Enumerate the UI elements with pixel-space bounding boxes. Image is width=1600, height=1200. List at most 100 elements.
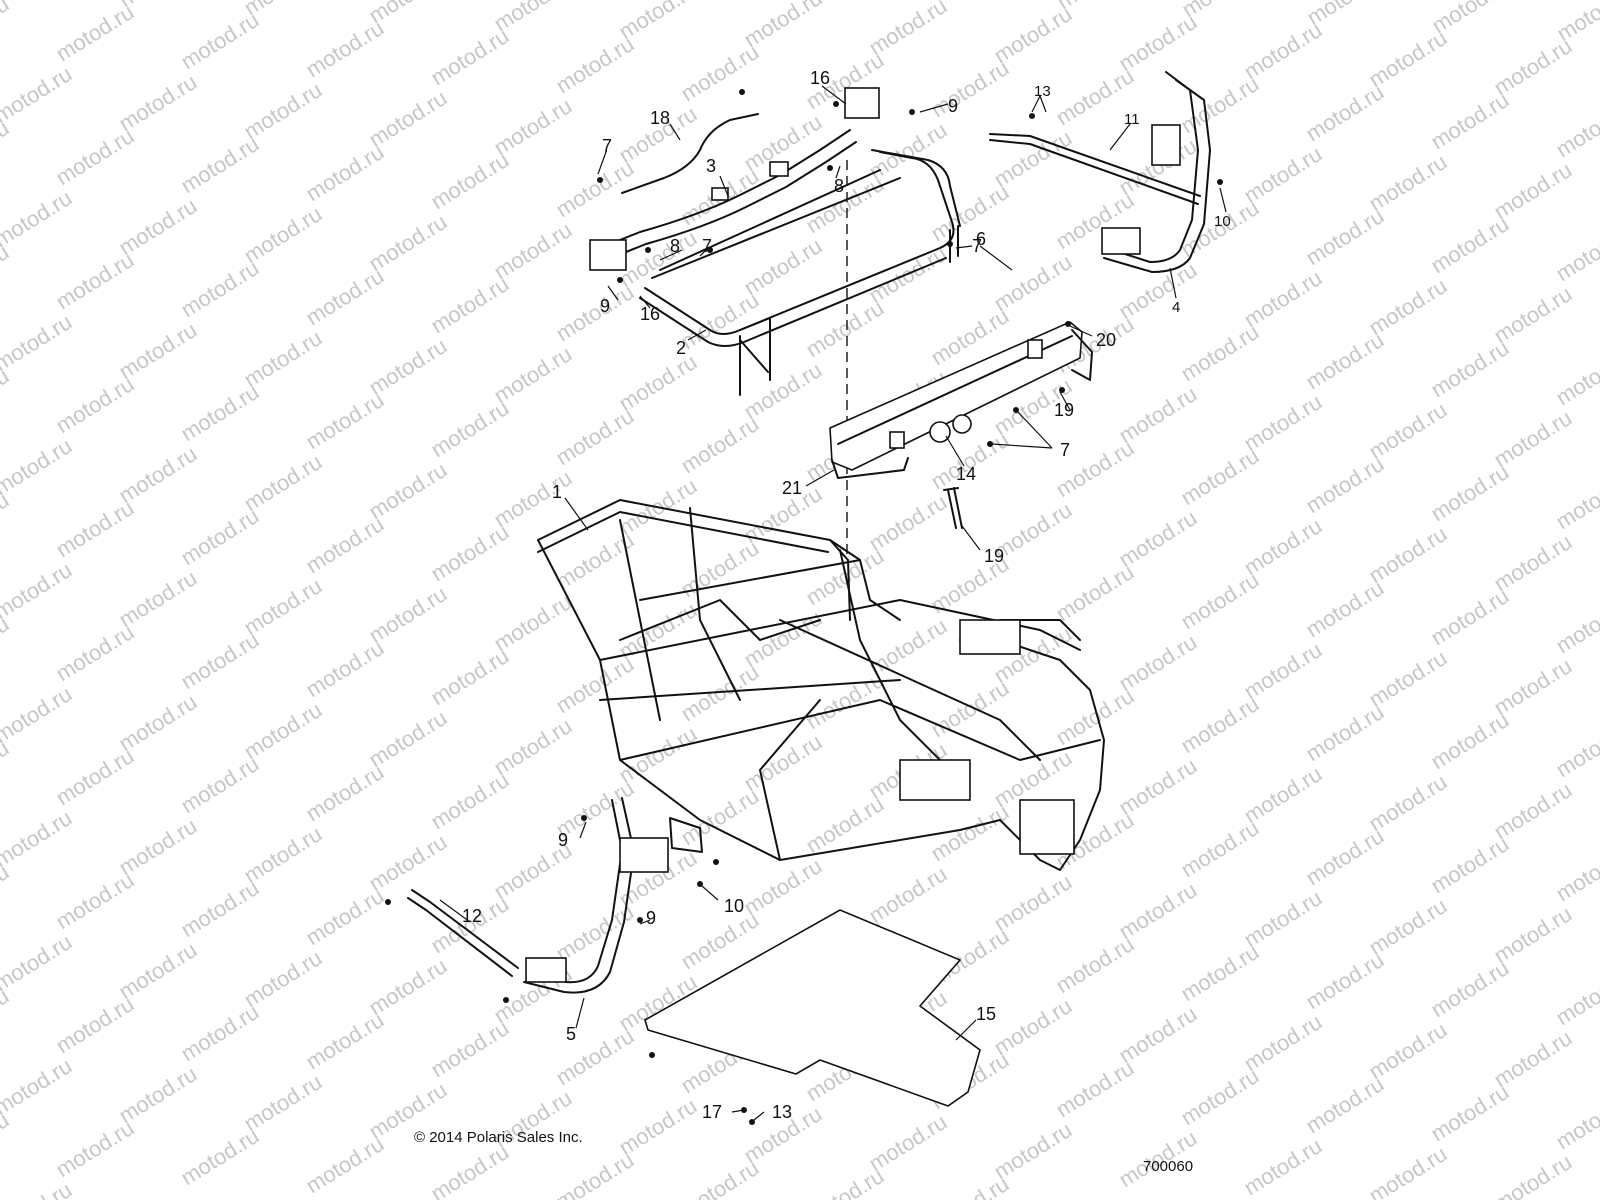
watermark-text: motod.ru [0,61,76,128]
watermark-text: motod.ru [1301,451,1388,518]
watermark-text: motod.ru [676,1155,763,1200]
part-1-main-frame [537,499,1105,871]
watermark-text: motod.ru [926,55,1013,122]
watermark-text: motod.ru [676,39,763,106]
watermark-text: motod.ru [426,271,513,338]
part-12-rod [407,889,519,977]
watermark-text: motod.ru [989,249,1076,316]
watermark-text: motod.ru [551,651,638,718]
watermark-text: motod.ru [364,581,451,648]
callout-16: 16 [640,304,660,324]
watermark-text: motod.ru [1176,443,1263,510]
watermark-text: motod.ru [1489,901,1576,968]
watermark-text: motod.ru [551,1023,638,1090]
watermark-text: motod.ru [489,341,576,408]
watermark-text: motod.ru [489,713,576,780]
watermark-text: motod.ru [114,69,201,136]
callout-3: 3 [706,156,716,176]
watermark-text: motod.ru [489,589,576,656]
watermark-text: motod.ru [926,179,1013,246]
watermark-text: motod.ru [864,489,951,556]
callout-1: 1 [552,482,562,502]
watermark-text: motod.ru [426,643,513,710]
watermark-text: motod.ru [739,853,826,920]
watermark-text: motod.ru [1364,769,1451,836]
watermark-text: motod.ru [551,31,638,98]
leader-lines [439,85,1227,1121]
watermark-text: motod.ru [1301,699,1388,766]
watermark-text: motod.ru [1364,1141,1451,1200]
part-4-leg-bracket [1101,71,1211,273]
watermark-text: motod.ru [239,77,326,144]
watermark-text: motod.ru [489,217,576,284]
watermark-text: motod.ru [801,543,888,610]
watermark-text: motod.ru [1239,265,1326,332]
watermark-text: motod.ru [0,929,76,996]
watermark-text: motod.ru [0,309,76,376]
watermark-text: motod.ru [1176,815,1263,882]
watermark-text: motod.ru [51,991,138,1058]
watermark-text: motod.ru [426,147,513,214]
watermark-text: motod.ru [1364,521,1451,588]
watermark-text: motod.ru [176,875,263,942]
watermark-text: motod.ru [1301,79,1388,146]
watermark-text: motod.ru [176,7,263,74]
part-11-rod [989,133,1201,205]
watermark-text: motod.ru [676,411,763,478]
watermark-text: motod.ru [1426,211,1513,278]
watermark-text: motod.ru [1176,691,1263,758]
part-3-side-rail [599,129,857,261]
callout-5: 5 [566,1024,576,1044]
watermark-text: motod.ru [614,1093,701,1160]
callout-20: 20 [1096,330,1116,350]
watermark-text: motod.ru [0,681,76,748]
watermark-text: motod.ru [1489,1025,1576,1092]
watermark-text: motod.ru [301,883,388,950]
watermark-text: motod.ru [989,993,1076,1060]
watermark-text: motod.ru [489,465,576,532]
watermark-text: motod.ru [301,635,388,702]
watermark-text: motod.ru [1426,87,1513,154]
watermark-text: motod.ru [1176,939,1263,1006]
callout-11: 11 [1124,111,1140,128]
watermark-text: motod.ru [114,441,201,508]
watermark-text: motod.ru [1551,591,1600,658]
watermark-text: motod.ru [301,1007,388,1074]
watermark-text: motod.ru [301,263,388,330]
watermark-text: motod.ru [1239,1009,1326,1076]
watermark-text: motod.ru [1551,1087,1600,1154]
watermark-text: motod.ru [0,0,76,4]
watermark-text: motod.ru [1489,777,1576,844]
watermark-text: motod.ru [1239,885,1326,952]
watermark-text: motod.ru [0,1053,76,1120]
watermark-text: motod.ru [1114,753,1201,820]
watermark-text: motod.ru [1239,761,1326,828]
watermark-text: motod.ru [1176,319,1263,386]
watermark-text: motod.ru [239,697,326,764]
watermark-text: motod.ru [676,783,763,850]
watermark-text: motod.ru [0,0,13,58]
callout-10: 10 [724,896,744,916]
watermark-text: motod.ru [1489,405,1576,472]
watermark-text: motod.ru [426,1015,513,1082]
callout-13: 13 [1034,83,1051,100]
watermark-text: motod.ru [1051,683,1138,750]
watermark-text: motod.ru [426,395,513,462]
watermark-text: motod.ru [364,829,451,896]
callout-6: 6 [976,229,986,249]
watermark-text: motod.ru [239,821,326,888]
watermark-text: motod.ru [176,131,263,198]
part-19-brace [943,487,963,529]
watermark-text: motod.ru [51,867,138,934]
watermark-text: motod.ru [239,945,326,1012]
watermark-text: motod.ru [989,1117,1076,1184]
watermark-text: motod.ru [1114,505,1201,572]
watermark-text: motod.ru [1364,273,1451,340]
callout-9: 9 [948,96,958,116]
watermark-text: motod.ru [1051,931,1138,998]
watermark-text: motod.ru [0,185,76,252]
watermark-text: motod.ru [364,457,451,524]
watermark-text: motod.ru [114,689,201,756]
watermark-text: motod.ru [301,759,388,826]
